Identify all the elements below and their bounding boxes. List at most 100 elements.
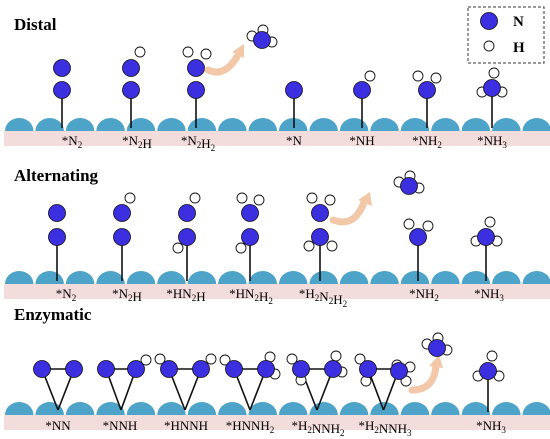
label-subscript: 3	[501, 425, 506, 435]
species-label: *NH3	[474, 286, 504, 303]
label-text: *NH	[409, 286, 434, 301]
hydrogen-atom	[306, 192, 318, 204]
surface-bump	[461, 402, 491, 415]
hydrogen-atom	[134, 46, 146, 58]
species-label: *NNH	[103, 418, 138, 433]
species-label: *NH	[349, 133, 374, 148]
label-text: *H	[291, 418, 307, 433]
nitrogen-atom	[477, 228, 495, 246]
species-label: *N	[286, 133, 303, 148]
surface-bump	[187, 271, 217, 284]
label-subscript: 3	[499, 293, 504, 303]
free-ammonia-molecule	[393, 170, 425, 195]
hydrogen-atom	[422, 220, 434, 232]
substrate-layer	[4, 415, 550, 430]
section-title: Alternating	[14, 166, 99, 185]
nitrogen-atom	[187, 81, 205, 99]
label-subscript: 2	[315, 293, 320, 303]
nitrogen-atom	[292, 360, 310, 378]
alternating-pathway: *N2*N2H*HN2H*HN2H2*H2N2H2*NH2*NH3	[48, 170, 504, 309]
surface-bump	[218, 271, 247, 284]
label-subscript: 2	[128, 293, 133, 303]
nitrogen-atom	[241, 228, 259, 246]
substrate-layer	[4, 284, 550, 299]
label-text: *HN	[229, 286, 255, 301]
section-title: Distal	[14, 15, 57, 34]
nitrogen-atom	[483, 79, 501, 97]
surface-bump	[218, 118, 247, 131]
surface-bump	[431, 271, 460, 284]
release-arrow-head	[232, 44, 244, 58]
legend-border	[467, 6, 545, 64]
hydrogen-atom	[486, 350, 498, 362]
surface-bump	[339, 402, 369, 415]
nitrogen-atom	[187, 59, 205, 77]
species-label: *N2	[56, 286, 76, 303]
nitrogen-atom	[33, 360, 51, 378]
label-text: N	[319, 289, 329, 304]
species-label: *NH2	[412, 133, 442, 150]
species-label: *H2NNH2	[291, 418, 344, 438]
label-text: H	[333, 292, 342, 307]
surface-bump	[35, 118, 64, 131]
surface-bump	[522, 118, 550, 131]
species-label: *HNNH2	[226, 418, 275, 435]
hydrogen-atom	[124, 192, 136, 204]
hydrogen-atom	[354, 353, 366, 365]
label-subscript: 2	[437, 140, 442, 150]
label-text: *HN	[166, 286, 192, 301]
surface-bump	[187, 118, 217, 131]
release-arrow	[204, 51, 242, 76]
surface-bump	[187, 402, 217, 415]
surface-bump	[35, 271, 64, 284]
nitrogen-atom	[53, 81, 71, 99]
label-text: H	[196, 289, 205, 304]
nitrogen-atom	[192, 360, 210, 378]
species-label: *NH2	[409, 286, 439, 303]
legend-n-label: N	[513, 14, 524, 30]
surface-bump	[492, 402, 521, 415]
surface-bump	[461, 271, 491, 284]
nitrogen-atom	[324, 360, 342, 378]
nitrogen-atom	[257, 360, 275, 378]
nitrogen-atom	[160, 360, 178, 378]
surface-bump	[126, 402, 156, 415]
nitrogen-atom	[53, 59, 71, 77]
surface-bump	[461, 117, 491, 131]
nitrogen-atom	[178, 228, 196, 246]
label-subscript: 2	[78, 140, 83, 150]
surface-bump	[522, 402, 550, 415]
label-text: H	[201, 136, 210, 151]
nitrogen-atom	[428, 339, 446, 357]
nitrogen-atom	[122, 59, 140, 77]
surface-bump	[279, 271, 308, 284]
surface-bump	[309, 271, 338, 284]
surface-bump	[522, 271, 550, 284]
hydrogen-atom	[488, 67, 500, 79]
section-title: Enzymatic	[14, 305, 92, 324]
hydrogen-atom	[140, 354, 152, 366]
label-text: *HNNH	[164, 418, 208, 433]
nitrogen-atom	[390, 362, 408, 380]
nitrogen-atom	[48, 204, 66, 222]
label-text: H	[143, 136, 152, 151]
hydrogen-atom	[286, 353, 298, 365]
species-label: *N2H	[112, 286, 142, 304]
free-ammonia-molecule	[421, 332, 453, 357]
surface-bump	[126, 271, 156, 284]
surface-bump	[309, 118, 338, 131]
nitrogen-atom	[113, 204, 131, 222]
surface-bump	[157, 271, 186, 284]
nitrogen-atom	[311, 204, 329, 222]
nitrogen-atom	[311, 228, 329, 246]
hydrogen-atom	[324, 194, 336, 206]
release-arrow	[408, 362, 440, 394]
surface-bump	[248, 402, 277, 415]
label-text: *HNNH	[226, 418, 270, 433]
label-subscript: 2	[434, 293, 439, 303]
legend-nitrogen-icon	[480, 12, 498, 30]
surface-bump	[400, 271, 430, 284]
label-text: *N	[122, 133, 139, 148]
